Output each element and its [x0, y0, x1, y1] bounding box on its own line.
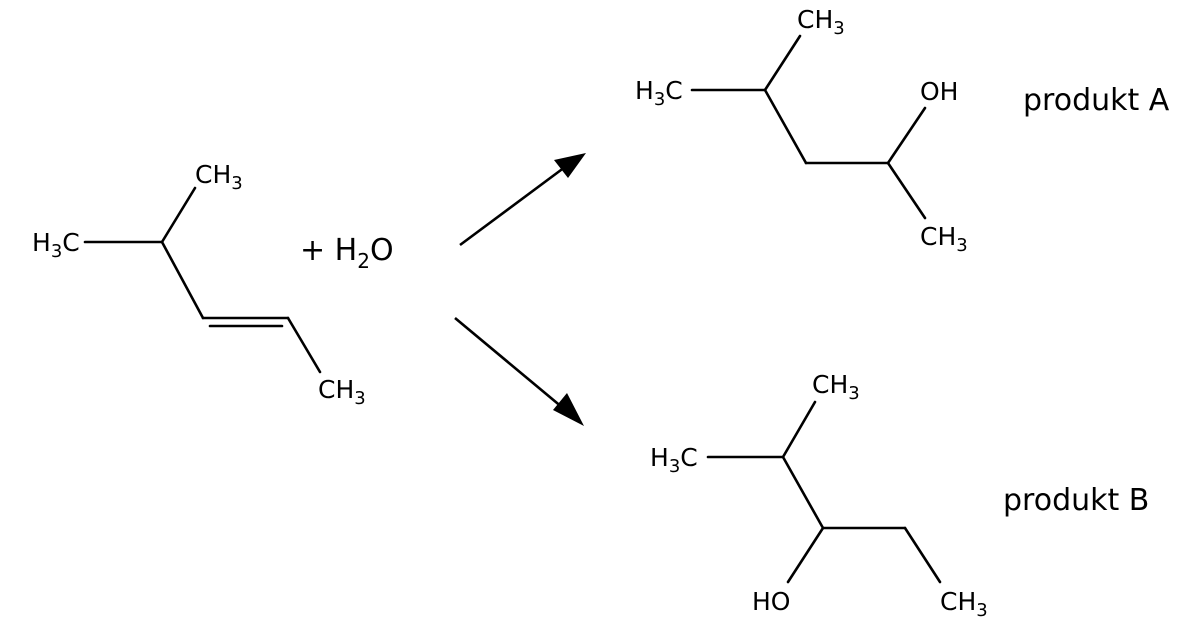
product-b-label: produkt B — [1003, 483, 1149, 518]
reagent-water: + H2O — [300, 233, 394, 273]
product-a-molecule: CH3 H3C OH CH3 — [635, 5, 968, 256]
product-a-oh: OH — [920, 77, 958, 106]
reactant-ch3-bottom: CH3 — [318, 375, 366, 409]
arrow-to-product-b — [454, 317, 584, 426]
product-b-h3c-left: H3C — [650, 443, 698, 477]
bond — [886, 106, 927, 165]
product-a-ch3-top: CH3 — [797, 5, 845, 39]
reactant-ch3-top: CH3 — [195, 160, 243, 194]
bond — [781, 455, 825, 530]
product-b-ho: HO — [752, 587, 790, 616]
arrowhead — [554, 153, 586, 178]
bond — [160, 186, 197, 244]
arrowhead — [553, 393, 584, 426]
product-b-molecule: CH3 H3C HO CH3 — [650, 370, 988, 621]
reactant-h3c-left: H3C — [32, 228, 80, 262]
product-b-ch3-bottom: CH3 — [940, 587, 988, 621]
product-a-h3c-left: H3C — [635, 76, 683, 110]
bond — [786, 526, 825, 584]
bond — [886, 161, 927, 220]
product-a-ch3-bottom: CH3 — [920, 222, 968, 256]
bond — [763, 34, 802, 92]
bond — [160, 240, 205, 320]
bond — [286, 316, 322, 374]
bond — [763, 88, 808, 165]
product-b-ch3-top: CH3 — [812, 370, 860, 404]
reactant-molecule: CH3 H3C CH3 — [32, 160, 366, 409]
arrow-to-product-a — [459, 153, 586, 247]
product-a-label: produkt A — [1023, 83, 1170, 118]
bond — [781, 400, 817, 459]
bond — [903, 526, 942, 584]
